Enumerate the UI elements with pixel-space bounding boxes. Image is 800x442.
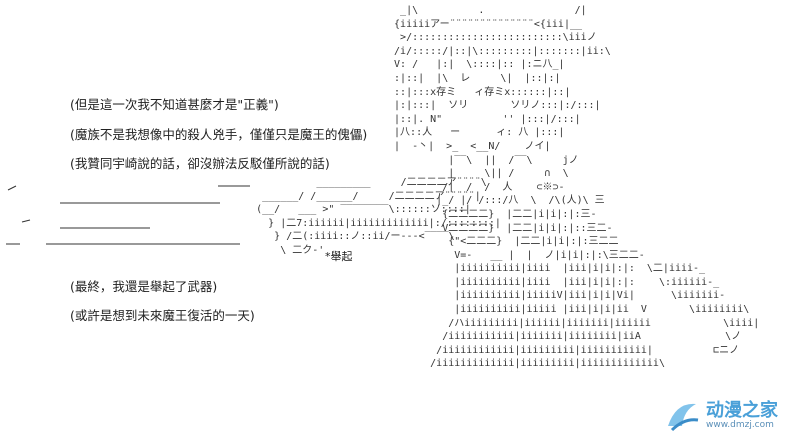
caption-line: (但是這一次我不知道甚麼才是"正義") bbox=[70, 97, 279, 112]
watermark-logo-icon bbox=[668, 403, 699, 432]
ascii-art-character: _|\ . /| {iiiiiアー¨¨¨¨¨¨¨¨¨¨¨¨¨¨<{iii|__ … bbox=[394, 5, 760, 370]
watermark-url: www.dmzj.com bbox=[706, 420, 774, 430]
sound-effect: *舉起 bbox=[325, 250, 353, 263]
watermark-logo-text: 动漫之家 bbox=[706, 400, 778, 421]
caption-line: (魔族不是我想像中的殺人兇手，僅僅只是魔王的傀儡) bbox=[70, 127, 368, 142]
watermark: 动漫之家 www.dmzj.com bbox=[662, 394, 792, 438]
caption-line: (或許是想到未來魔王復活的一天) bbox=[70, 308, 255, 323]
caption-line: (我贊同宇崎說的話，卻沒辦法反駁僅所說的話) bbox=[70, 156, 330, 171]
caption-line: (最終，我還是舉起了武器) bbox=[70, 279, 218, 294]
ascii-art-weapon: _________ /二二二二ア¨¨¨¨\ ______/ /______/ /… bbox=[256, 177, 501, 256]
